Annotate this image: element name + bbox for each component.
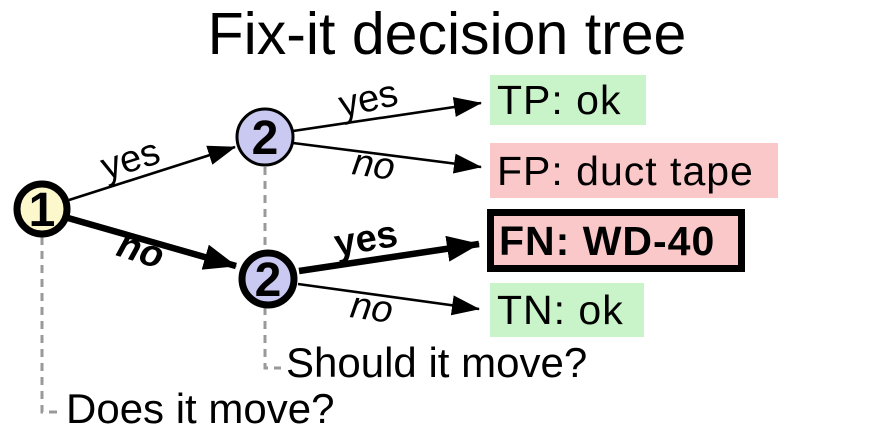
node-level2-top-circle [235,107,295,167]
outcome-fp: FP: duct tape [490,143,778,198]
question-does-it-move: Does it move? [66,385,334,432]
edge-root-no-line [67,214,237,270]
node-root-circle [13,180,71,238]
edge-bottom-yes-line [298,235,480,275]
node-level2-bottom-circle [238,249,298,309]
dashed-connector-level2 [263,167,281,370]
edge-root-yes-line [68,145,236,202]
outcome-tp-label: TP: ok [497,77,621,123]
node-level2-top: 2 [235,107,295,167]
outcome-fp-label: FP: duct tape [497,148,754,194]
node-root: 1 [13,180,71,238]
outcome-tn-label: TN: ok [497,287,624,333]
node-level2-bottom-label: 2 [255,254,282,307]
diagram-title: Fix-it decision tree [208,1,687,67]
outcome-fp-box [490,143,778,198]
edge-label-top-no: no [350,141,398,188]
edge-label-root-yes: yes [96,131,165,189]
edge-label-bottom-no: no [348,284,396,331]
outcome-tp: TP: ok [490,75,646,125]
outcome-tn-box [490,283,644,337]
outcome-tp-box [490,75,646,125]
node-level2-bottom: 2 [238,249,298,309]
edge-bottom-no-line [297,282,480,316]
dashed-connector-root [40,237,62,414]
edge-label-top-yes: yes [335,72,402,126]
outcome-fn: FN: WD-40 [487,209,745,272]
outcome-fn-label: FN: WD-40 [499,218,715,264]
outcome-tn: TN: ok [490,283,644,337]
edge-top-yes-line [292,97,482,133]
edge-top-no-line [292,141,482,174]
node-level2-top-label: 2 [252,112,279,165]
outcome-fn-box [487,209,745,272]
node-root-label: 1 [29,184,56,237]
question-should-it-move: Should it move? [286,339,587,386]
